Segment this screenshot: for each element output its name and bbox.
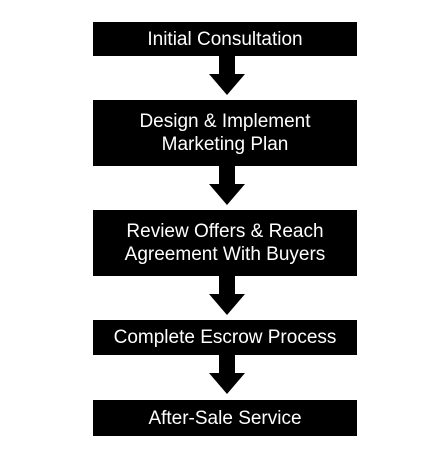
step-complete-escrow: Complete Escrow Process — [93, 320, 357, 355]
step-label: After-Sale Service — [148, 407, 302, 429]
arrow-down-icon — [209, 56, 245, 95]
step-label: Initial Consultation — [147, 28, 303, 50]
arrow-down-icon — [209, 276, 245, 315]
step-review-offers: Review Offers & Reach Agreement With Buy… — [93, 210, 357, 276]
step-after-sale-service: After-Sale Service — [93, 400, 357, 436]
step-design-marketing-plan: Design & Implement Marketing Plan — [93, 100, 357, 166]
arrow-down-icon — [209, 166, 245, 205]
step-label: Complete Escrow Process — [113, 327, 337, 348]
step-label: Design & Implement Marketing Plan — [139, 111, 311, 155]
step-initial-consultation: Initial Consultation — [93, 22, 357, 56]
step-label: Review Offers & Reach Agreement With Buy… — [124, 221, 326, 265]
arrow-down-icon — [209, 355, 245, 394]
